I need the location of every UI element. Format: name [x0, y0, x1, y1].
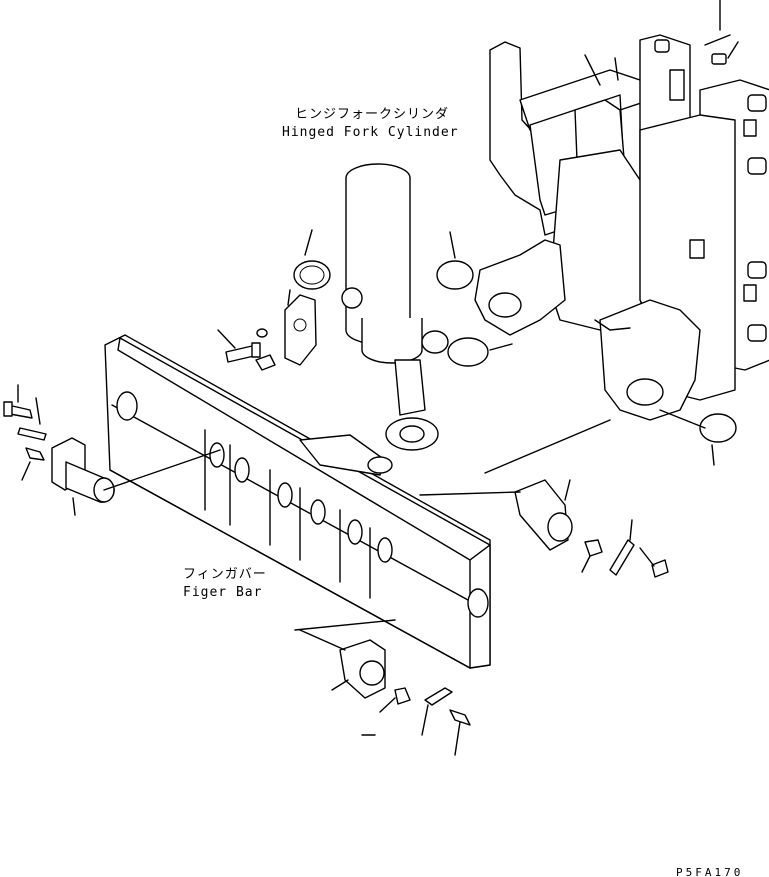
cylinder-label-english: Hinged Fork Cylinder — [282, 125, 459, 140]
fingerbar-label-japanese: フィンガバー — [183, 567, 267, 582]
bushings — [293, 229, 737, 466]
carriage-frame — [474, 0, 769, 421]
drawing-code: P5FA170 — [676, 866, 743, 877]
cylinder-label-japanese: ヒンジフォークシリンダ — [295, 107, 449, 122]
hinged-fork-cylinder — [341, 163, 449, 451]
bottom-pin-hardware — [294, 619, 471, 756]
left-pin-hardware — [3, 384, 221, 516]
finger-bar — [104, 334, 491, 669]
fingerbar-label-english: Figer Bar — [183, 585, 262, 600]
cylinder-clamp-hardware — [217, 289, 317, 371]
right-pin-hardware — [419, 409, 706, 578]
